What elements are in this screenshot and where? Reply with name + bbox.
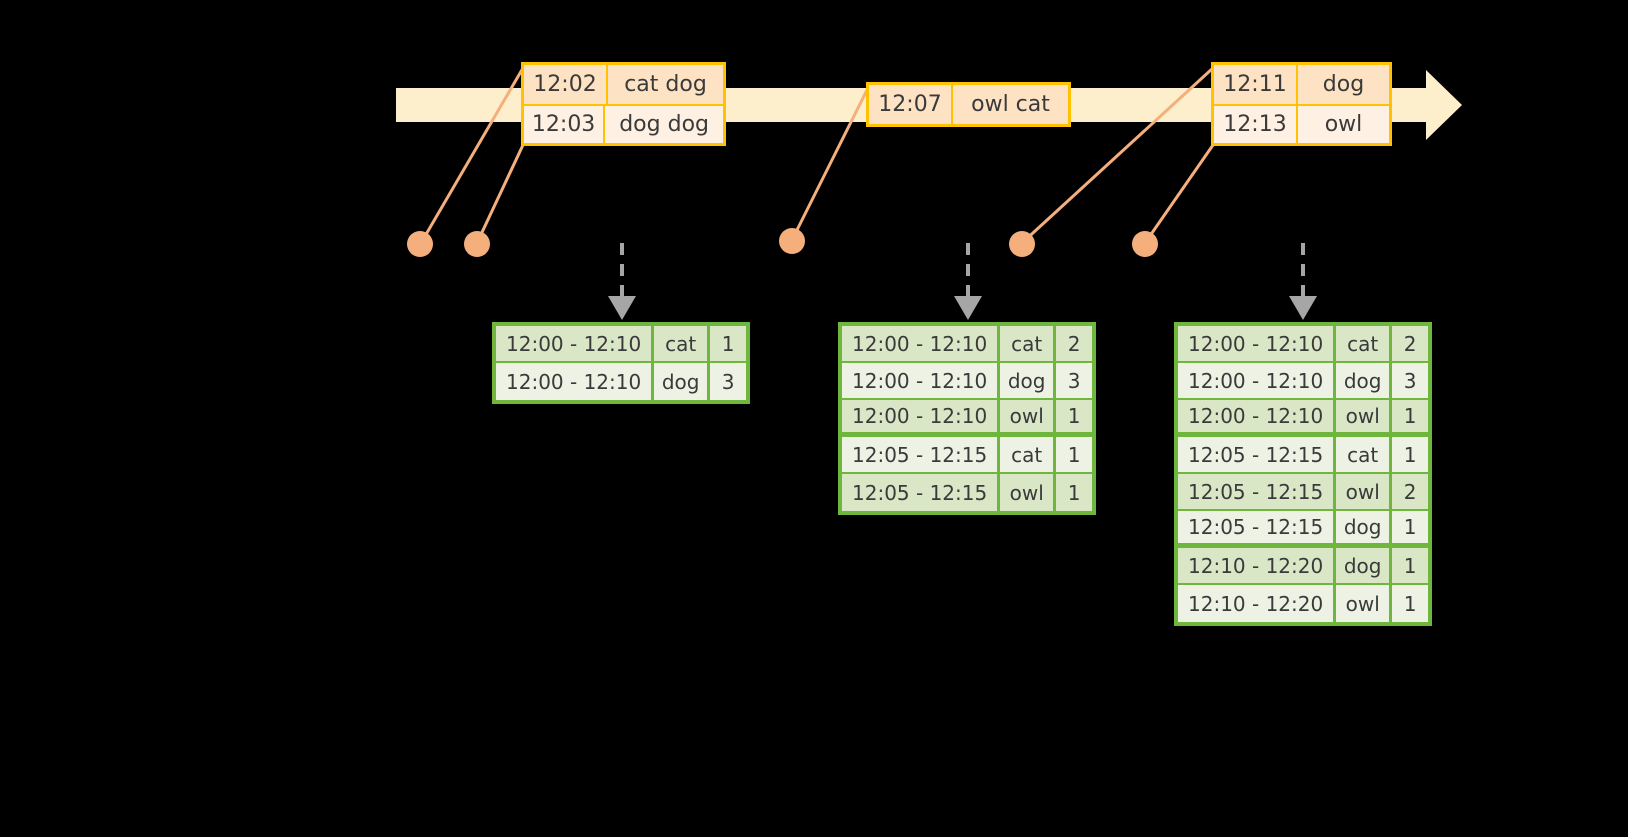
word-cell: owl bbox=[1000, 400, 1057, 432]
message-time: 12:03 bbox=[524, 106, 606, 143]
event-dot-4[interactable] bbox=[1009, 231, 1035, 257]
table-row[interactable]: 12:00 - 12:10 dog 3 bbox=[842, 363, 1092, 400]
message-words: owl bbox=[1298, 106, 1389, 143]
timeline-arrowhead bbox=[1426, 78, 1460, 132]
table-row[interactable]: 12:05 - 12:15 dog 1 bbox=[1178, 511, 1428, 548]
message-words: owl cat bbox=[953, 85, 1068, 124]
word-cell: owl bbox=[1336, 474, 1393, 509]
word-cell: owl bbox=[1336, 585, 1393, 622]
word-cell: owl bbox=[1336, 400, 1393, 432]
window-cell: 12:00 - 12:10 bbox=[1178, 400, 1337, 432]
window-cell: 12:00 - 12:10 bbox=[1178, 363, 1337, 398]
table-row[interactable]: 12:00 - 12:10 cat 2 bbox=[1178, 326, 1428, 363]
table-row[interactable]: 12:05 - 12:15 cat 1 bbox=[842, 437, 1092, 474]
message-time: 12:02 bbox=[524, 65, 608, 104]
connector-line-5 bbox=[1143, 144, 1215, 244]
event-dot-3[interactable] bbox=[779, 228, 805, 254]
word-cell: dog bbox=[1336, 548, 1393, 583]
event-dot-5[interactable] bbox=[1132, 231, 1158, 257]
connector-line-2 bbox=[475, 144, 525, 244]
message-row[interactable]: 12:03 dog dog bbox=[524, 104, 723, 143]
message-box-2[interactable]: 12:07 owl cat bbox=[866, 82, 1071, 127]
count-cell: 1 bbox=[710, 326, 746, 361]
message-box-1[interactable]: 12:02 cat dog 12:03 dog dog bbox=[521, 62, 726, 146]
count-cell: 1 bbox=[1056, 437, 1092, 472]
table-row[interactable]: 12:05 - 12:15 owl 2 bbox=[1178, 474, 1428, 511]
window-cell: 12:10 - 12:20 bbox=[1178, 548, 1337, 583]
window-cell: 12:00 - 12:10 bbox=[1178, 326, 1337, 361]
message-box-3[interactable]: 12:11 dog 12:13 owl bbox=[1211, 62, 1392, 146]
word-cell: dog bbox=[1336, 363, 1393, 398]
count-cell: 3 bbox=[710, 363, 746, 400]
timeline-arrowhead-wide bbox=[1426, 70, 1462, 140]
message-row[interactable]: 12:13 owl bbox=[1214, 104, 1389, 143]
window-cell: 12:00 - 12:10 bbox=[496, 363, 655, 400]
message-row[interactable]: 12:07 owl cat bbox=[869, 85, 1068, 124]
connector-line-1 bbox=[419, 67, 525, 244]
table-row[interactable]: 12:00 - 12:10 dog 3 bbox=[496, 363, 746, 400]
word-cell: cat bbox=[1000, 326, 1057, 361]
window-cell: 12:05 - 12:15 bbox=[1178, 511, 1337, 543]
count-cell: 1 bbox=[1056, 400, 1092, 432]
word-cell: cat bbox=[1336, 326, 1393, 361]
word-cell: cat bbox=[1336, 437, 1393, 472]
count-cell: 1 bbox=[1392, 400, 1428, 432]
message-words: cat dog bbox=[608, 65, 723, 104]
window-cell: 12:00 - 12:10 bbox=[842, 326, 1001, 361]
window-cell: 12:00 - 12:10 bbox=[842, 363, 1001, 398]
result-table-2[interactable]: 12:00 - 12:10 cat 2 12:00 - 12:10 dog 3 … bbox=[838, 322, 1096, 515]
table-row[interactable]: 12:05 - 12:15 cat 1 bbox=[1178, 437, 1428, 474]
connector-line-3 bbox=[790, 87, 870, 241]
event-dots bbox=[407, 228, 1158, 257]
result-table-1[interactable]: 12:00 - 12:10 cat 1 12:00 - 12:10 dog 3 bbox=[492, 322, 750, 404]
message-time: 12:11 bbox=[1214, 65, 1298, 104]
window-cell: 12:05 - 12:15 bbox=[1178, 474, 1337, 509]
table-row[interactable]: 12:00 - 12:10 cat 1 bbox=[496, 326, 746, 363]
emit-arrows bbox=[620, 243, 1305, 296]
table-row[interactable]: 12:00 - 12:10 owl 1 bbox=[842, 400, 1092, 437]
window-cell: 12:05 - 12:15 bbox=[842, 474, 1001, 511]
count-cell: 2 bbox=[1392, 326, 1428, 361]
count-cell: 2 bbox=[1392, 474, 1428, 509]
count-cell: 3 bbox=[1056, 363, 1092, 398]
message-words: dog bbox=[1298, 65, 1389, 104]
window-cell: 12:00 - 12:10 bbox=[496, 326, 655, 361]
result-table-3[interactable]: 12:00 - 12:10 cat 2 12:00 - 12:10 dog 3 … bbox=[1174, 322, 1432, 626]
table-row[interactable]: 12:00 - 12:10 cat 2 bbox=[842, 326, 1092, 363]
table-row[interactable]: 12:10 - 12:20 dog 1 bbox=[1178, 548, 1428, 585]
count-cell: 2 bbox=[1056, 326, 1092, 361]
emit-arrowhead-3 bbox=[1289, 296, 1317, 320]
word-cell: owl bbox=[1000, 474, 1057, 511]
window-cell: 12:05 - 12:15 bbox=[1178, 437, 1337, 472]
count-cell: 1 bbox=[1392, 511, 1428, 543]
count-cell: 1 bbox=[1056, 474, 1092, 511]
window-cell: 12:10 - 12:20 bbox=[1178, 585, 1337, 622]
emit-arrowheads bbox=[608, 296, 1317, 320]
word-cell: cat bbox=[654, 326, 711, 361]
count-cell: 3 bbox=[1392, 363, 1428, 398]
message-time: 12:07 bbox=[869, 85, 953, 124]
table-row[interactable]: 12:05 - 12:15 owl 1 bbox=[842, 474, 1092, 511]
event-dot-2[interactable] bbox=[464, 231, 490, 257]
table-row[interactable]: 12:00 - 12:10 owl 1 bbox=[1178, 400, 1428, 437]
word-cell: dog bbox=[1336, 511, 1393, 543]
count-cell: 1 bbox=[1392, 548, 1428, 583]
message-row[interactable]: 12:11 dog bbox=[1214, 65, 1389, 104]
emit-arrowhead-2 bbox=[954, 296, 982, 320]
message-words: dog dog bbox=[605, 106, 723, 143]
word-cell: dog bbox=[654, 363, 711, 400]
window-cell: 12:05 - 12:15 bbox=[842, 437, 1001, 472]
window-cell: 12:00 - 12:10 bbox=[842, 400, 1001, 432]
word-cell: cat bbox=[1000, 437, 1057, 472]
table-row[interactable]: 12:00 - 12:10 dog 3 bbox=[1178, 363, 1428, 400]
emit-arrowhead-1 bbox=[608, 296, 636, 320]
word-cell: dog bbox=[1000, 363, 1057, 398]
count-cell: 1 bbox=[1392, 437, 1428, 472]
table-row[interactable]: 12:10 - 12:20 owl 1 bbox=[1178, 585, 1428, 622]
count-cell: 1 bbox=[1392, 585, 1428, 622]
message-row[interactable]: 12:02 cat dog bbox=[524, 65, 723, 104]
event-dot-1[interactable] bbox=[407, 231, 433, 257]
message-time: 12:13 bbox=[1214, 106, 1298, 143]
